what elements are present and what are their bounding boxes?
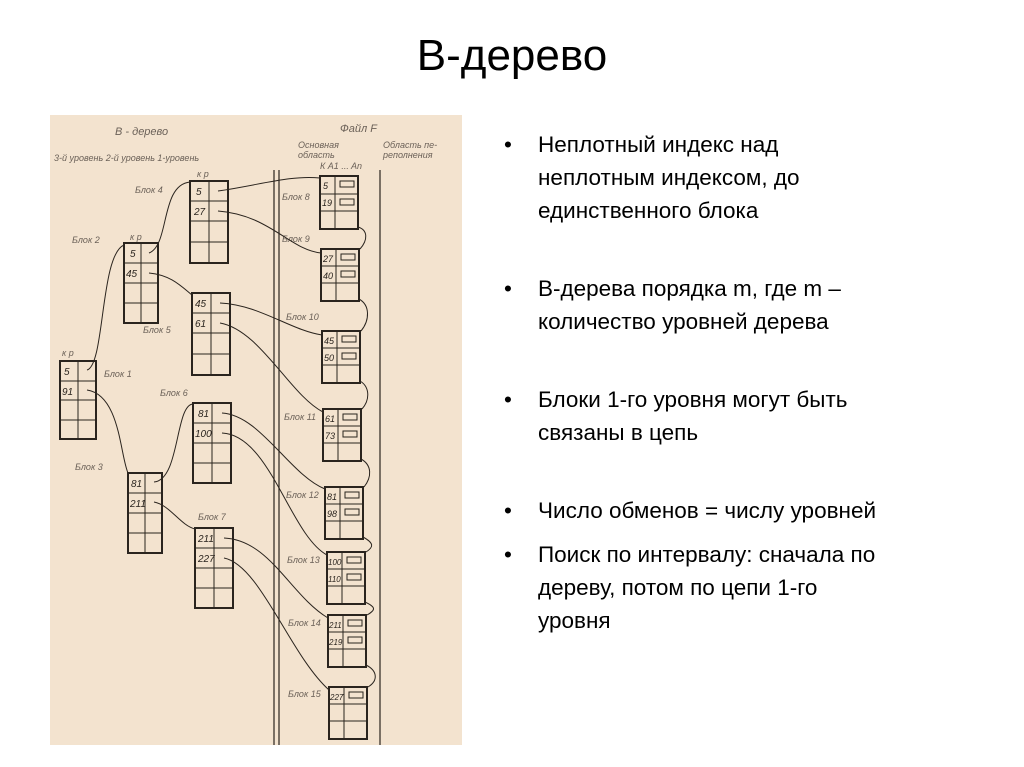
- bullet-item: • B-дерева порядка m, где m – количество…: [500, 272, 980, 338]
- svg-text:Блок 7: Блок 7: [198, 512, 227, 522]
- svg-text:211: 211: [328, 621, 342, 630]
- svg-text:81: 81: [131, 479, 142, 490]
- bullet-icon: •: [504, 498, 512, 523]
- svg-text:Блок 2: Блок 2: [72, 235, 100, 245]
- svg-text:219: 219: [328, 638, 343, 647]
- bullet-item: • Число обменов = числу уровней: [500, 494, 980, 527]
- svg-text:Блок 4: Блок 4: [135, 185, 163, 195]
- index-block-4: Блок 4 к р 5 27: [135, 169, 229, 264]
- svg-text:Блок 5: Блок 5: [143, 325, 172, 335]
- svg-text:227: 227: [329, 693, 344, 702]
- svg-text:Блок 3: Блок 3: [75, 462, 103, 472]
- svg-text:Блок 13: Блок 13: [287, 555, 320, 565]
- svg-text:227: 227: [197, 554, 215, 565]
- data-block-15: Блок 15 227: [288, 686, 368, 740]
- svg-text:Блок 10: Блок 10: [286, 312, 319, 322]
- data-block-8: Блок 8 5 19: [282, 175, 359, 230]
- index-block-3: Блок 3 81 211: [75, 462, 163, 554]
- svg-text:Блок 9: Блок 9: [282, 234, 310, 244]
- main-area-heading-2: область: [298, 150, 335, 160]
- svg-text:27: 27: [193, 207, 206, 218]
- svg-text:211: 211: [129, 499, 146, 510]
- svg-text:Блок 15: Блок 15: [288, 689, 322, 699]
- data-block-12: Блок 12 81 98: [286, 486, 364, 540]
- bullet-item: • Неплотный индекс над неплотным индексо…: [500, 128, 980, 227]
- index-block-1: к р 5 91 Блок 1: [59, 348, 132, 440]
- svg-text:81: 81: [327, 492, 337, 502]
- svg-text:Блок 1: Блок 1: [104, 369, 132, 379]
- svg-text:Блок 14: Блок 14: [288, 618, 321, 628]
- index-block-5: 45 61 Блок 5: [143, 292, 231, 376]
- slide-title: B-дерево: [416, 31, 608, 80]
- svg-text:Блок 8: Блок 8: [282, 192, 310, 202]
- bullet-item: • Поиск по интервалу: сначала по дереву,…: [500, 538, 980, 637]
- overflow-heading-2: реполнения: [382, 150, 433, 160]
- svg-text:19: 19: [322, 198, 332, 208]
- overflow-heading-1: Область пе-: [383, 140, 437, 150]
- index-block-6: Блок 6 81 100: [160, 388, 232, 484]
- index-block-2: Блок 2 к р 5 45: [72, 232, 159, 324]
- svg-text:к р: к р: [62, 348, 74, 358]
- data-block-14: Блок 14 211 219: [288, 614, 367, 668]
- index-block-7: Блок 7 211 227: [194, 512, 234, 609]
- svg-text:27: 27: [322, 254, 334, 264]
- svg-text:5: 5: [323, 181, 329, 191]
- data-block-11: Блок 11 61 73: [284, 408, 362, 462]
- data-block-9: Блок 9 27 40: [282, 234, 360, 302]
- file-heading: Файл F: [340, 123, 378, 135]
- svg-text:61: 61: [195, 319, 206, 330]
- main-area-cols: К A1 ... An: [320, 161, 362, 171]
- svg-text:50: 50: [324, 353, 334, 363]
- svg-text:Блок 6: Блок 6: [160, 388, 188, 398]
- svg-text:81: 81: [198, 409, 209, 420]
- svg-text:100: 100: [328, 558, 342, 567]
- svg-text:45: 45: [195, 299, 207, 310]
- svg-text:5: 5: [130, 249, 136, 260]
- svg-text:61: 61: [325, 414, 335, 424]
- main-area-heading-1: Основная: [298, 140, 339, 150]
- bullet-icon: •: [504, 132, 512, 157]
- data-block-13: Блок 13 100 110: [287, 551, 366, 605]
- svg-text:211: 211: [197, 534, 214, 545]
- svg-text:91: 91: [62, 387, 73, 398]
- svg-text:к р: к р: [130, 232, 142, 242]
- bullet-icon: •: [504, 542, 512, 567]
- svg-text:Блок 11: Блок 11: [284, 412, 316, 422]
- svg-text:40: 40: [323, 271, 333, 281]
- bullet-icon: •: [504, 387, 512, 412]
- svg-text:100: 100: [195, 429, 212, 440]
- data-block-10: Блок 10 45 50: [286, 312, 361, 384]
- svg-text:45: 45: [126, 269, 138, 280]
- svg-text:110: 110: [328, 575, 341, 584]
- levels-heading: 3-й уровень 2-й уровень 1-уровень: [54, 153, 199, 163]
- svg-text:к р: к р: [197, 169, 209, 179]
- svg-text:5: 5: [196, 187, 202, 198]
- bullet-item: • Блоки 1-го уровня могут быть связаны в…: [500, 383, 980, 449]
- svg-text:45: 45: [324, 336, 335, 346]
- pointer-arrows: [86, 176, 376, 691]
- svg-text:98: 98: [327, 509, 337, 519]
- svg-text:Блок 12: Блок 12: [286, 490, 319, 500]
- bullet-icon: •: [504, 276, 512, 301]
- bullet-list: • Неплотный индекс над неплотным индексо…: [500, 128, 980, 637]
- tree-heading: B - дерево: [115, 126, 168, 138]
- svg-text:73: 73: [325, 431, 335, 441]
- svg-text:5: 5: [64, 367, 70, 378]
- b-tree-diagram-figure: B - дерево Файл F 3-й уровень 2-й уровен…: [50, 115, 462, 745]
